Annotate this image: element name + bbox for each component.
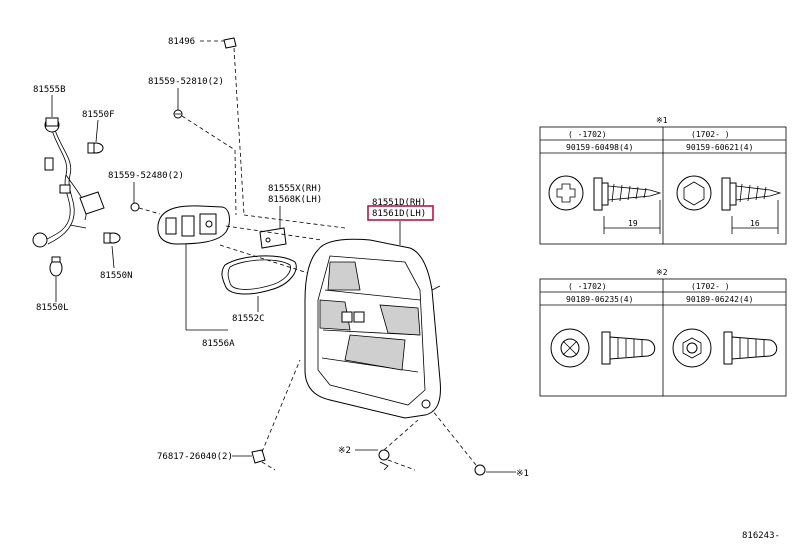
bulb-81550f xyxy=(87,142,104,154)
label-81556a: 81556A xyxy=(202,339,235,349)
label-note1: ※1 xyxy=(516,469,529,479)
label-81561d: 81561D(LH) xyxy=(372,209,426,219)
table2-col1-period: ( -1702) xyxy=(568,282,607,291)
nut-note2 xyxy=(378,449,390,471)
clip-76817 xyxy=(251,449,266,464)
table1-col1-part: 90159-60498(4) xyxy=(566,143,633,152)
table1-col1-dim: 19 xyxy=(628,219,638,228)
bulb-81550n xyxy=(103,232,121,244)
label-81552c: 81552C xyxy=(232,314,265,324)
screw-head-hex xyxy=(676,175,712,211)
table1-col2-dim: 16 xyxy=(750,219,760,228)
connector-clip xyxy=(44,157,54,171)
label-81555b: 81555B xyxy=(33,85,66,95)
label-81559-52480: 81559-52480(2) xyxy=(108,171,184,181)
catalog-code: 816243- xyxy=(742,531,780,541)
table2-col2-period: (1702- ) xyxy=(691,282,730,291)
screw-head-phillips xyxy=(548,175,584,211)
table2-col1-part: 90189-06235(4) xyxy=(566,295,633,304)
table-note2: ※2 ( -1702) (1702- ) 90189-06235(4) 9018… xyxy=(539,268,787,397)
table1-marker: ※1 xyxy=(656,116,668,125)
highlight-box xyxy=(367,205,434,221)
label-81568k: 81568K(LH) xyxy=(268,195,322,205)
table1-col1-period: ( -1702) xyxy=(568,130,607,139)
label-81550f: 81550F xyxy=(82,110,115,120)
harness-connector xyxy=(79,191,105,215)
harness-assembly xyxy=(32,117,105,248)
clip-81496 xyxy=(223,37,237,49)
label-note2: ※2 xyxy=(338,446,351,456)
socket-housing xyxy=(157,205,230,245)
label-81550l: 81550L xyxy=(36,303,69,313)
label-81559-52810: 81559-52810(2) xyxy=(148,77,224,87)
label-81551d: 81551D(RH) xyxy=(372,198,426,208)
bulb-socket-bottom xyxy=(32,232,48,248)
label-81555x: 81555X(RH) xyxy=(268,184,322,194)
tail-lamp-assembly xyxy=(304,238,441,419)
screw-81559-52480 xyxy=(130,202,140,212)
label-81550n: 81550N xyxy=(100,271,133,281)
table-note1: ※1 ( -1702) (1702- ) 90159-60498(4) 9015… xyxy=(539,116,787,245)
table1-col2-period: (1702- ) xyxy=(691,130,730,139)
screw-81559-52810 xyxy=(173,109,183,119)
gasket-81552c xyxy=(221,255,297,295)
bulb-81550l xyxy=(49,256,63,277)
label-81496: 81496 xyxy=(168,37,195,47)
bracket-81555x xyxy=(259,227,287,249)
table2-col2-part: 90189-06242(4) xyxy=(686,295,753,304)
label-76817: 76817-26040(2) xyxy=(157,452,233,462)
table1-col2-part: 90159-60621(4) xyxy=(686,143,753,152)
screw-note1 xyxy=(474,464,486,476)
table2-marker: ※2 xyxy=(656,268,668,277)
